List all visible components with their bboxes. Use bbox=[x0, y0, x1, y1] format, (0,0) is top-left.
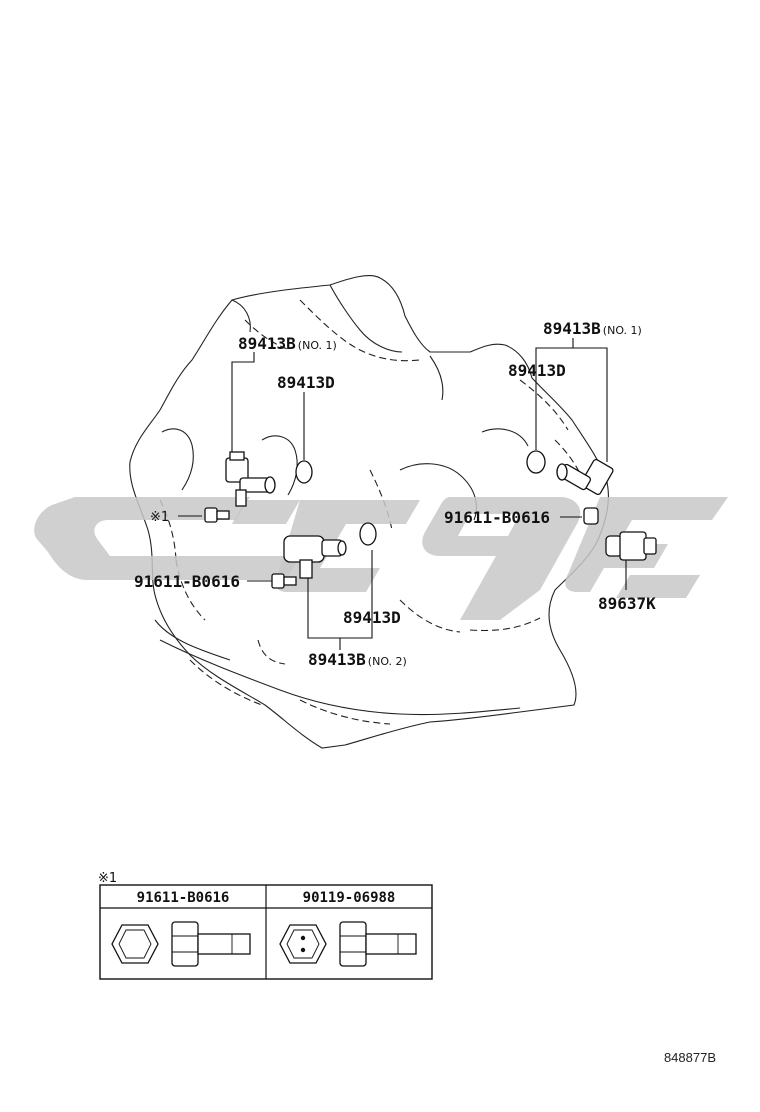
leader-lines bbox=[178, 338, 627, 650]
o-ring-center bbox=[359, 522, 377, 546]
bolt-reference-table: ※1 91611-B0616 90119-06988 bbox=[98, 871, 433, 980]
callout-left-bolt: 91611-B0616 bbox=[134, 572, 240, 591]
callout-left-bolt-note: ※1 bbox=[150, 510, 169, 525]
marked-hex-bolt-icon bbox=[279, 921, 417, 967]
table-header-col2: 90119-06988 bbox=[303, 890, 396, 906]
figure-code: 848877B bbox=[664, 1050, 716, 1065]
callout-left-sensor-no1: 89413B(NO. 1) bbox=[238, 334, 337, 353]
pressure-switch bbox=[605, 531, 657, 561]
bolt-center bbox=[271, 573, 297, 589]
callout-right-bolt: 91611-B0616 bbox=[444, 508, 550, 527]
callout-right-oring: 89413D bbox=[508, 361, 566, 380]
callout-right-switch: 89637K bbox=[598, 594, 656, 613]
cam-sensor-no1-left bbox=[225, 451, 276, 507]
hex-head-bolt-icon bbox=[111, 921, 251, 967]
cam-sensor-no1-right bbox=[556, 458, 614, 496]
table-note: ※1 bbox=[98, 871, 117, 886]
cam-sensor-no2-center bbox=[283, 535, 347, 579]
callout-right-sensor-no1: 89413B(NO. 1) bbox=[543, 319, 642, 338]
callout-center-sensor-no2: 89413B(NO. 2) bbox=[308, 650, 407, 669]
o-ring-right bbox=[526, 450, 546, 474]
o-ring-left bbox=[295, 460, 313, 484]
bolt-right bbox=[583, 507, 599, 525]
callout-left-oring: 89413D bbox=[277, 373, 335, 392]
callout-center-oring: 89413D bbox=[343, 608, 401, 627]
bolt-left-upper bbox=[204, 507, 230, 523]
table-header-col1: 91611-B0616 bbox=[137, 890, 230, 906]
